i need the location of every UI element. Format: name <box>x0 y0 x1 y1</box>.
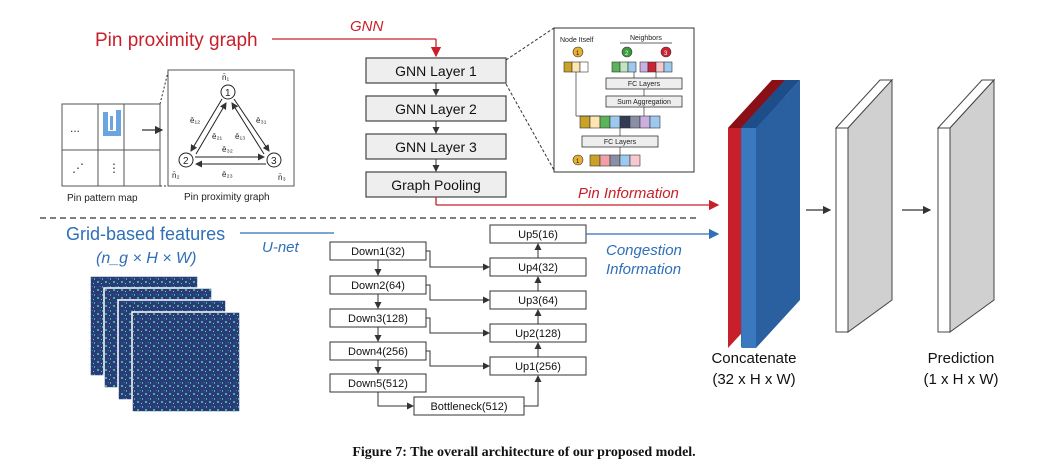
prediction-dims: (1 x H x W) <box>924 371 999 388</box>
pin-pattern-map: ... ⋰ ⋮ <box>61 103 161 187</box>
graph-pooling-label: Graph Pooling <box>391 177 481 193</box>
congestion-label-2: Information <box>606 261 681 278</box>
edge-23: ē₂₃ <box>222 170 233 179</box>
graph-node-1 <box>220 84 236 100</box>
pin-information-label: Pin Information <box>578 185 679 202</box>
grid-features-title: Grid-based features <box>66 224 225 244</box>
pin-proximity-title: Pin proximity graph <box>95 30 258 51</box>
fc-layers-top-label: FC Layers <box>628 81 661 88</box>
proximity-graph-caption: Pin proximity graph <box>184 192 270 203</box>
figure-caption: Figure 7: The overall architecture of ou… <box>352 445 695 460</box>
graph-node-1-label: n̄₁ <box>222 73 229 82</box>
fc-layers-bottom-label: FC Layers <box>604 139 637 146</box>
gnn-layer-1-label: GNN Layer 1 <box>395 63 477 79</box>
graph-node-3-label: n̄₃ <box>278 173 286 182</box>
gnn-layer-2-box <box>365 95 507 122</box>
node-id-1-out: 1 <box>576 159 580 165</box>
node-itself-label: Node Itself <box>560 37 594 44</box>
gnn-layer-3-label: GNN Layer 3 <box>395 139 477 155</box>
neighbors-label: Neighbors <box>630 35 662 42</box>
graph-node-3 <box>266 152 282 168</box>
unet: Down1(32) Down2(64) Down3(128) Down4(256… <box>329 224 587 416</box>
grid-feature-maps <box>89 275 241 413</box>
gnn-layer-detail: Node Itself Neighbors 1 2 3 FC Layers Su… <box>553 27 695 173</box>
concatenate-block <box>728 80 800 348</box>
prediction-block <box>936 78 996 333</box>
pattern-map-caption: Pin pattern map <box>67 193 138 204</box>
node-id-1: 1 <box>576 51 580 57</box>
graph-node-2 <box>178 152 194 168</box>
up5-label: Up5(16) <box>518 229 558 241</box>
up3-label: Up3(64) <box>518 295 558 307</box>
pattern-cell-vdots: ⋮ <box>108 161 120 175</box>
concat-label: Concatenate <box>711 350 796 367</box>
up1-label: Up1(256) <box>515 361 561 373</box>
bottleneck-label: Bottleneck(512) <box>430 401 507 413</box>
grid-features-dims: (n_g × H × W) <box>96 250 196 267</box>
gnn-label: GNN <box>350 18 384 35</box>
down2-label: Down2(64) <box>351 280 405 292</box>
edge-21: ē₂₁ <box>212 132 223 141</box>
congestion-label-1: Congestion <box>606 242 682 259</box>
edge-13: ē₁₃ <box>235 132 245 141</box>
graph-node-2-id: 2 <box>183 156 189 167</box>
node-id-2: 2 <box>625 51 629 57</box>
up4-label: Up4(32) <box>518 262 558 274</box>
gnn-layer-2-label: GNN Layer 2 <box>395 101 477 117</box>
edge-31: ē₃₁ <box>256 116 267 125</box>
down3-label: Down3(128) <box>348 313 408 325</box>
graph-node-2-label: n̄₂ <box>172 171 180 180</box>
prediction-label: Prediction <box>928 350 995 367</box>
down4-label: Down4(256) <box>348 346 408 358</box>
intermediate-block <box>834 78 894 333</box>
down5-label: Down5(512) <box>348 378 408 390</box>
concat-dims: (32 x H x W) <box>712 371 795 388</box>
edge-12: ē₁₂ <box>190 116 200 125</box>
edge-32: ē₃₂ <box>222 145 233 154</box>
pattern-cell-diag: ⋰ <box>72 161 84 175</box>
pattern-cell-dots: ... <box>70 121 80 135</box>
down1-label: Down1(32) <box>351 246 405 258</box>
up2-label: Up2(128) <box>515 328 561 340</box>
pin-proximity-graph: 1 2 3 n̄₁ n̄₂ n̄₃ ē₁₂ ē₂₁ ē₁₃ ē₃₁ ē… <box>167 69 295 187</box>
gnn-stack: GNN Layer 1 GNN Layer 2 GNN Layer 3 Grap… <box>365 57 507 198</box>
pin-pattern-icon <box>103 110 121 136</box>
node-id-3: 3 <box>664 51 668 57</box>
gnn-layer-1-box <box>365 57 507 84</box>
graph-node-3-id: 3 <box>271 156 277 167</box>
sum-aggregation-label: Sum Aggregation <box>617 99 671 106</box>
graph-pooling-box <box>365 171 507 198</box>
unet-label: U-net <box>262 239 300 256</box>
graph-node-1-id: 1 <box>225 88 231 99</box>
